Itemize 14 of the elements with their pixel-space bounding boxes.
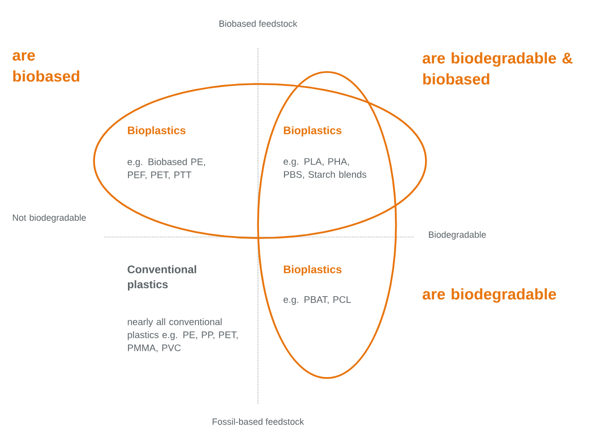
axis-label: Biobased feedstock xyxy=(219,20,298,27)
heading: Bioplastics xyxy=(284,265,342,276)
category-label: are biobased xyxy=(12,52,80,82)
heading: Bioplastics xyxy=(284,126,342,136)
category-label: are biodegradable xyxy=(422,288,556,303)
axis-label: Biodegradable xyxy=(428,231,486,240)
description: e.g. Biobased PE, PEF, PET, PTT xyxy=(128,158,206,180)
category-label: are biodegradable & biobased xyxy=(422,52,572,85)
description: e.g. PLA, PHA, PBS, Starch blends xyxy=(284,158,366,179)
heading: Bioplastics xyxy=(128,126,186,136)
axis-label: Fossil-based feedstock xyxy=(212,418,304,425)
heading: Conventional plastics xyxy=(128,265,196,290)
description: e.g. PBAT, PCL xyxy=(284,296,351,305)
description: nearly all conventional plastics e.g. PE, PP, PET, PMMA, PVC xyxy=(128,318,238,352)
